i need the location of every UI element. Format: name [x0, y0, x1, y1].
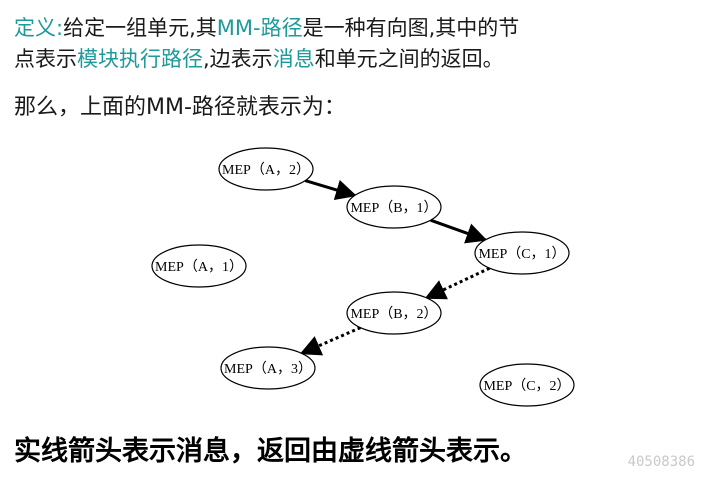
node-n_c2: MEP（C，2）	[479, 363, 575, 407]
node-ellipse	[151, 244, 247, 288]
message-arrow	[304, 179, 357, 201]
message-arrow	[430, 218, 488, 244]
text-segment: 给定一组单元,其	[63, 16, 217, 40]
node-ellipse	[346, 185, 442, 229]
node-ellipse	[220, 346, 316, 390]
text-segment: MM-路径	[216, 16, 303, 40]
node-n_a1: MEP（A，1）	[151, 244, 247, 288]
footer-caption: 实线箭头表示消息，返回由虚线箭头表示。	[14, 436, 527, 467]
text-segment: 和单元之间的返回。	[314, 47, 504, 71]
return-arrow	[299, 326, 361, 356]
node-n_c1: MEP（C，1）	[474, 231, 570, 275]
node-label: MEP（A，3）	[224, 361, 312, 377]
intro-line: 那么，上面的MM-路径就表示为：	[14, 95, 346, 120]
node-ellipse	[474, 231, 570, 275]
node-label: MEP（B，2）	[350, 306, 437, 322]
text-segment: ,边表示	[203, 47, 273, 71]
node-ellipse	[479, 363, 575, 407]
node-label: MEP（C，2）	[483, 378, 570, 394]
text-segment: 定义:	[14, 16, 64, 40]
node-label: MEP（C，1）	[478, 246, 565, 262]
text-segment: 点表示	[14, 47, 77, 71]
node-label: MEP（B，1）	[350, 200, 437, 216]
node-label: MEP（A，1）	[155, 259, 243, 275]
node-ellipse	[218, 147, 314, 191]
definition-line-2: 点表示模块执行路径,边表示消息和单元之间的返回。	[14, 44, 504, 74]
text-segment: 模块执行路径	[77, 47, 203, 71]
text-segment: 是一种有向图,其中的节	[302, 16, 520, 40]
node-ellipse	[346, 291, 442, 335]
watermark: 40508386	[627, 454, 695, 470]
definition-line-1: 定义:给定一组单元,其MM-路径是一种有向图,其中的节	[14, 13, 519, 43]
node-n_a2: MEP（A，2）	[218, 147, 314, 191]
node-n_a3: MEP（A，3）	[220, 346, 316, 390]
node-n_b2: MEP（B，2）	[346, 291, 442, 335]
node-label: MEP（A，2）	[222, 162, 310, 178]
return-arrow	[424, 266, 491, 300]
text-segment: 消息	[272, 47, 315, 71]
node-n_b1: MEP（B，1）	[346, 185, 442, 229]
